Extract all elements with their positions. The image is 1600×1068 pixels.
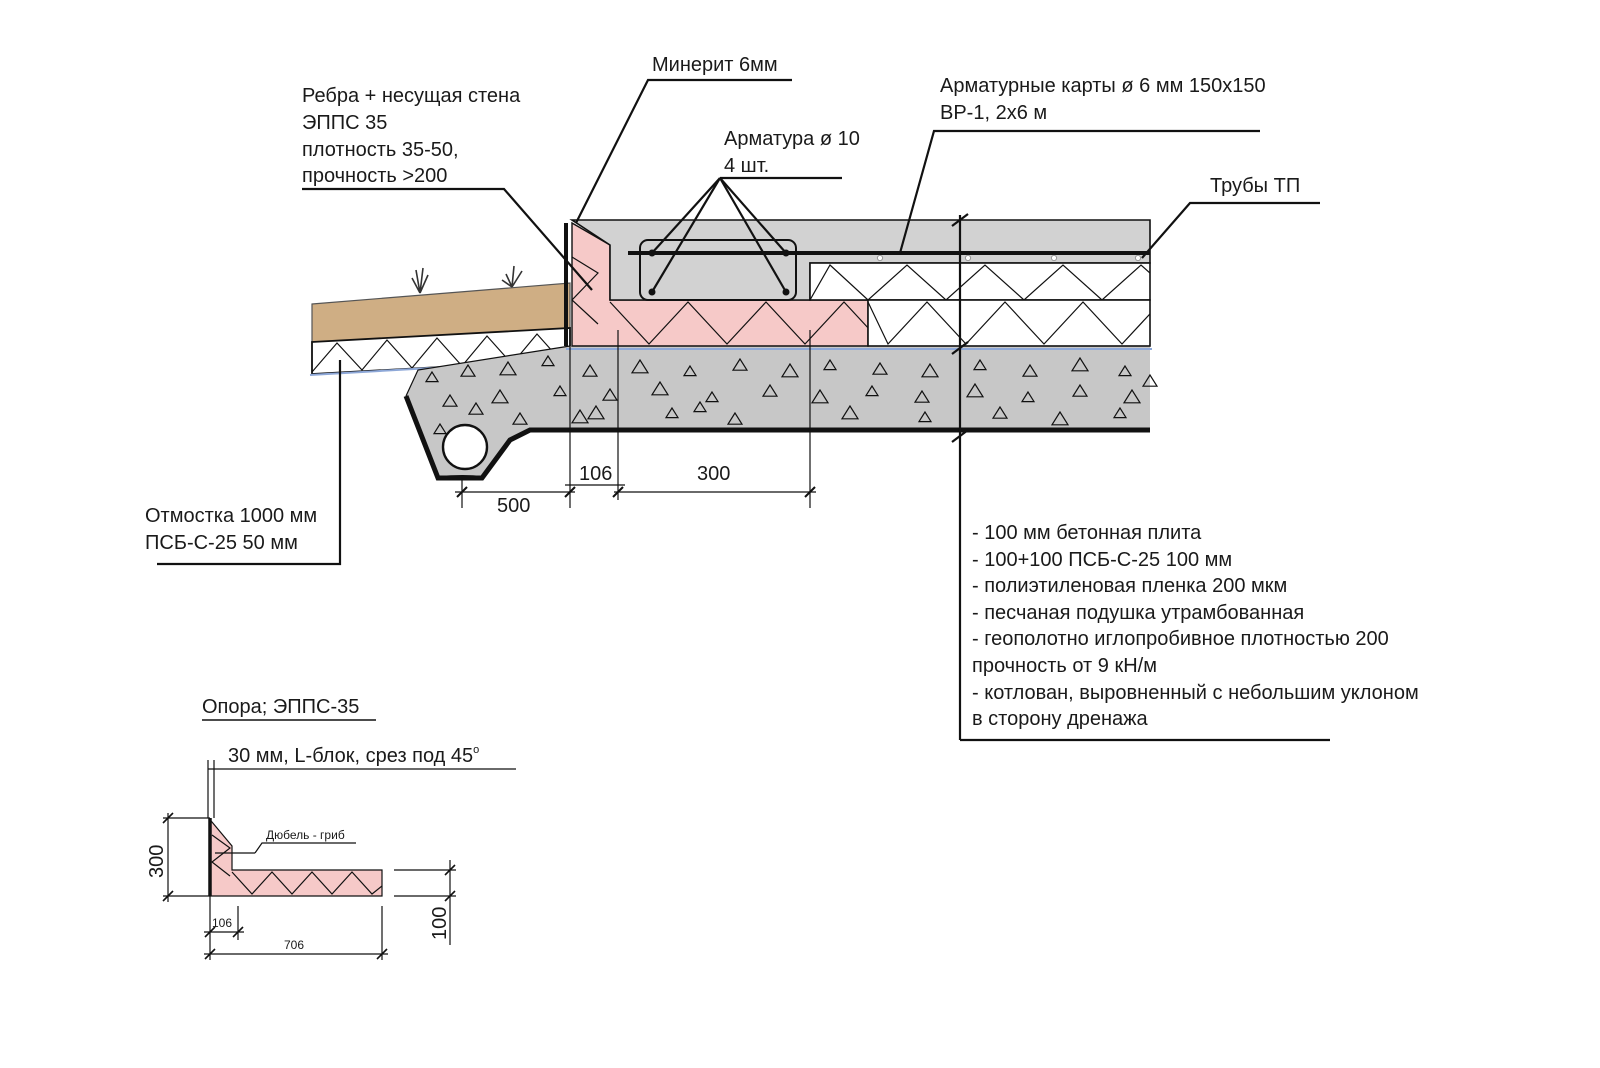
layer-line-7: - котлован, выровненный с небольшим укло… (972, 682, 1419, 704)
support-detail: Опора; ЭППС-35 30 мм, L-блок, срез под 4… (146, 696, 516, 960)
pipes-text: Трубы ТП (1210, 175, 1300, 197)
support-dim-706: 706 (284, 938, 304, 952)
gravel-mark (664, 406, 680, 419)
gravel-mark (490, 388, 510, 404)
support-title: Опора; ЭППС-35 (202, 696, 359, 718)
gravel-mark (1021, 363, 1039, 377)
gravel-mark (917, 410, 933, 423)
drain-pipe (441, 423, 489, 471)
gravel-mark (432, 422, 448, 435)
gravel-mark (1141, 373, 1159, 387)
minerite-text: Минерит 6мм (652, 54, 778, 76)
gravel-mark (1117, 364, 1133, 377)
gravel-mark (822, 358, 838, 371)
gravel-mark (441, 393, 459, 407)
gravel-mark (726, 411, 744, 425)
gravel-mark (810, 388, 830, 404)
label-minerite: Минерит 6мм (575, 54, 792, 224)
dim-500: 500 (497, 495, 530, 517)
dimension-lines: 500 106 300 (455, 330, 816, 517)
blind-area-text-2: ПСБ-С-25 50 мм (145, 532, 298, 554)
gravel-mark (965, 382, 985, 398)
gravel-mark (552, 384, 568, 397)
gravel-mark (1070, 356, 1090, 372)
gravel-mark (511, 411, 529, 425)
dowel-label: Дюбель - гриб (266, 828, 345, 842)
rebar-text-1: Арматура ø 10 (724, 128, 860, 150)
gravel-mark (780, 362, 800, 378)
layer-line-6: прочность от 9 кН/м (972, 655, 1157, 677)
gravel-mark (920, 362, 940, 378)
layer-line-4: - песчаная подушка утрамбованная (972, 602, 1304, 624)
gravel-mark (1112, 406, 1128, 419)
gravel-mark (864, 384, 880, 397)
gravel-bed (403, 345, 1159, 481)
gravel-mark (972, 358, 988, 371)
layer-line-8: в сторону дренажа (972, 708, 1149, 730)
layer-line-1: - 100 мм бетонная плита (972, 522, 1202, 544)
gravel-mark (1071, 383, 1089, 397)
blind-area-text-1: Отмостка 1000 мм (145, 505, 317, 527)
gravel-mark (1122, 388, 1142, 404)
gravel-mark (459, 363, 477, 377)
gravel-mark (601, 387, 619, 401)
ribs-text-1: Ребра + несущая стена (302, 85, 521, 107)
gravel-mark (1050, 410, 1070, 426)
support-subtitle: 30 мм, L-блок, срез под 45o (228, 744, 479, 767)
mesh-text-2: ВР-1, 2х6 м (940, 102, 1047, 124)
gravel-mark (467, 401, 485, 415)
label-blind-area: Отмостка 1000 мм ПСБ-С-25 50 мм (145, 360, 342, 566)
gravel-mark (682, 364, 698, 377)
label-mesh: Арматурные карты ø 6 мм 150х150 ВР-1, 2х… (898, 75, 1266, 254)
rebar-cage (639, 239, 797, 301)
slab-insulation (809, 262, 1151, 347)
layer-line-2: - 100+100 ПСБ-С-25 100 мм (972, 549, 1232, 571)
dim-300: 300 (697, 463, 730, 485)
gravel-mark (761, 383, 779, 397)
heating-pipes (876, 254, 1142, 262)
support-subtitle-main: 30 мм, L-блок, срез под 45 (228, 745, 473, 767)
dim-106: 106 (579, 463, 612, 485)
gravel-mark (498, 360, 518, 376)
ribs-text-2: ЭППС 35 (302, 112, 387, 134)
layer-line-5: - геополотно иглопробивное плотностью 20… (972, 628, 1389, 650)
support-dim-100: 100 (429, 907, 451, 940)
layer-line-3: - полиэтиленовая пленка 200 мкм (972, 575, 1287, 597)
grass-icon (411, 265, 523, 294)
gravel-mark (991, 405, 1009, 419)
label-rebar: Арматура ø 10 4 шт. (651, 128, 860, 293)
gravel-mark (586, 404, 606, 420)
gravel-marks (424, 354, 1159, 435)
gravel-mark (692, 400, 708, 413)
support-dim-106: 106 (212, 916, 232, 930)
gravel-mark (704, 390, 720, 403)
mesh-text-1: Арматурные карты ø 6 мм 150х150 (940, 75, 1266, 97)
label-ribs: Ребра + несущая стена ЭППС 35 плотность … (302, 85, 593, 291)
support-degree: o (473, 744, 479, 756)
gravel-mark (913, 389, 931, 403)
rebar-text-2: 4 шт. (724, 155, 769, 177)
gravel-mark (630, 358, 650, 374)
gravel-mark (871, 361, 889, 375)
gravel-mark (650, 380, 670, 396)
gravel-mark (581, 363, 599, 377)
ribs-text-4: прочность >200 (302, 165, 447, 187)
gravel-mark (1020, 390, 1036, 403)
ribs-text-3: плотность 35-50, (302, 139, 459, 161)
gravel-mark (540, 354, 556, 367)
gravel-mark (731, 357, 749, 371)
label-pipes: Трубы ТП (1141, 175, 1320, 259)
support-dim-300: 300 (146, 845, 168, 878)
label-layers: - 100 мм бетонная плита - 100+100 ПСБ-С-… (951, 213, 1419, 742)
gravel-mark (570, 408, 590, 424)
gravel-mark (424, 370, 440, 383)
gravel-mark (840, 404, 860, 420)
